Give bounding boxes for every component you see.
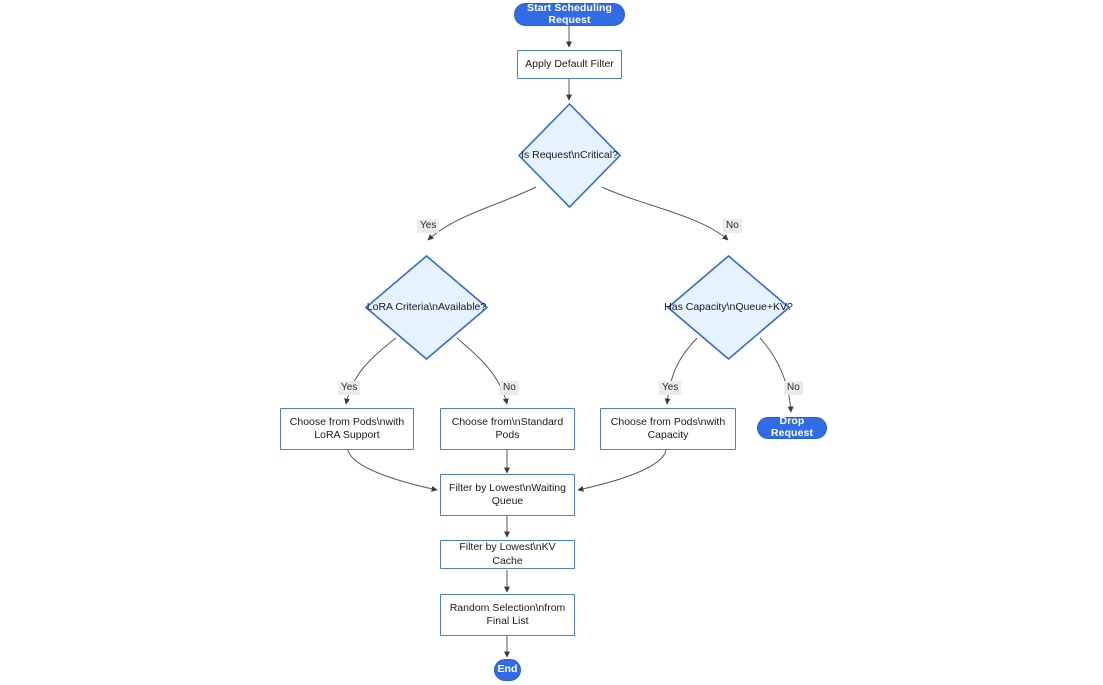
node-lora-criteria-available[interactable]: LoRA Criteria\nAvailable?: [365, 255, 488, 360]
node-start-label: Start Scheduling Request: [526, 1, 613, 26]
diamond-shape-icon: [518, 103, 621, 208]
node-filter-by-lowest-waiting-queue[interactable]: Filter by Lowest\nWaiting Queue: [440, 474, 575, 516]
node-choose-pods-with-capacity[interactable]: Choose from Pods\nwith Capacity: [600, 408, 736, 450]
node-drop-request[interactable]: Drop Request: [757, 415, 827, 439]
edge-label-capacity-no: No: [784, 381, 803, 395]
node-apply-default-filter[interactable]: Apply Default Filter: [517, 50, 622, 79]
node-filter-by-lowest-waiting-queue-line2: Queue: [491, 495, 524, 507]
node-drop-request-label: Drop Request: [770, 415, 814, 439]
node-apply-default-filter-label: Apply Default Filter: [525, 57, 614, 70]
node-choose-pods-with-lora-support-line2: LoRA Support: [314, 429, 380, 441]
node-filter-by-lowest-kv-cache[interactable]: Filter by Lowest\nKV Cache: [440, 540, 575, 569]
node-choose-standard-pods[interactable]: Choose from\nStandard Pods: [440, 408, 575, 450]
node-choose-pods-with-capacity-line2: Capacity: [647, 429, 689, 441]
node-end[interactable]: End: [494, 659, 521, 681]
edge-label-lora-no: No: [500, 381, 519, 395]
node-is-request-critical-label: Is Request\nCritical?: [521, 149, 618, 162]
edge-pods-lora-to-filter-queue: [347, 449, 438, 492]
node-random-selection-from-final-list-line2: Final List: [486, 615, 529, 627]
node-random-selection-from-final-list-line1: Random Selection\nfrom: [449, 601, 566, 614]
edge-pods-capacity-to-filter-queue: [577, 449, 667, 492]
node-random-selection-from-final-list[interactable]: Random Selection\nfrom Final List: [440, 594, 575, 636]
node-filter-by-lowest-kv-cache-label: Filter by Lowest\nKV Cache: [459, 541, 556, 567]
node-choose-pods-with-capacity-line1: Choose from Pods\nwith: [610, 415, 726, 428]
node-is-request-critical[interactable]: Is Request\nCritical?: [518, 103, 621, 208]
node-has-capacity-label: Has Capacity\nQueue+KV?: [664, 301, 793, 314]
edge-label-capacity-yes: Yes: [659, 381, 682, 395]
node-filter-by-lowest-waiting-queue-line1: Filter by Lowest\nWaiting: [449, 481, 566, 494]
edge-label-lora-yes: Yes: [338, 381, 361, 395]
edge-label-critical-yes: Yes: [417, 219, 440, 233]
node-choose-standard-pods-line1: Choose from\nStandard: [451, 415, 564, 428]
node-choose-pods-with-lora-support-line1: Choose from Pods\nwith: [289, 415, 405, 428]
node-lora-criteria-available-label: LoRA Criteria\nAvailable?: [366, 301, 487, 314]
edge-label-critical-no: No: [723, 219, 742, 233]
diamond-shape-icon: [667, 255, 790, 360]
node-has-capacity[interactable]: Has Capacity\nQueue+KV?: [664, 255, 793, 360]
node-choose-pods-with-lora-support[interactable]: Choose from Pods\nwith LoRA Support: [280, 408, 414, 450]
node-start[interactable]: Start Scheduling Request: [514, 1, 625, 26]
node-end-label: End: [497, 663, 518, 676]
diamond-shape-icon: [365, 255, 488, 360]
node-choose-standard-pods-line2: Pods: [495, 429, 520, 441]
